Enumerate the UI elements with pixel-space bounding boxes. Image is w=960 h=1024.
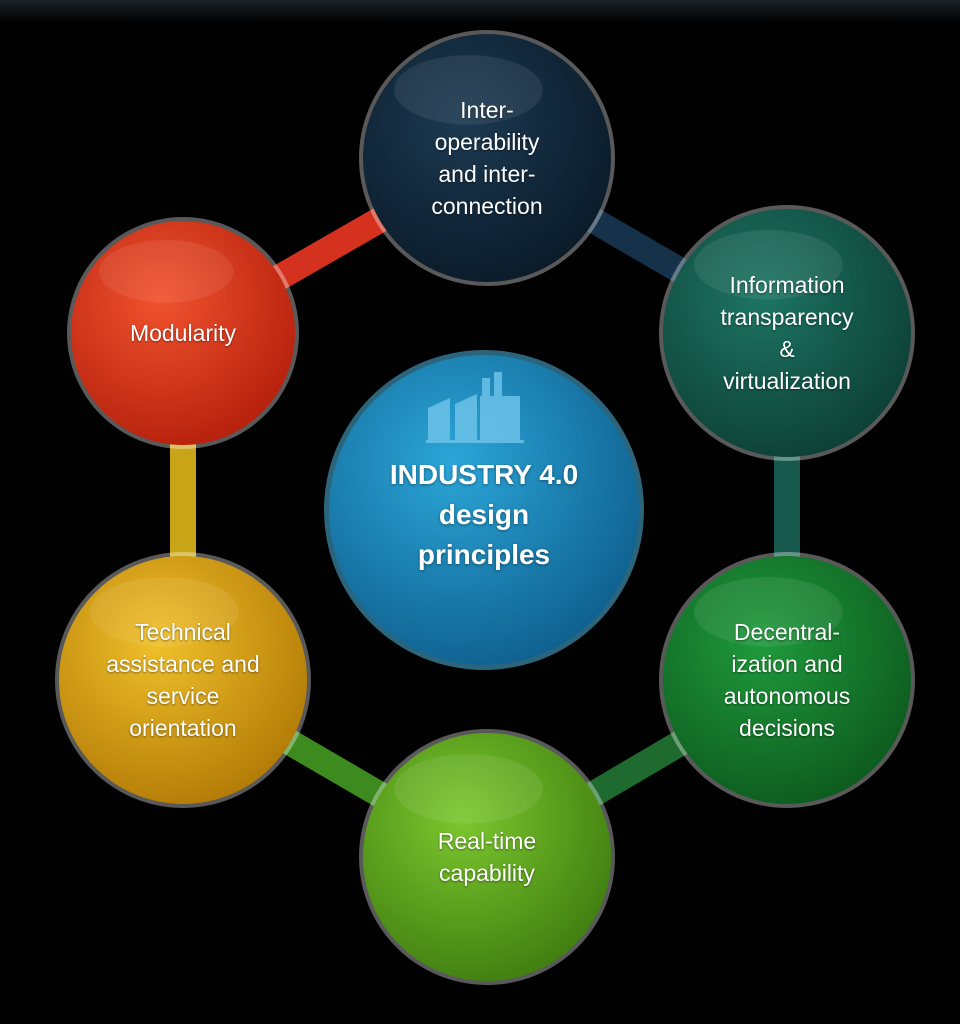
node-circle-modularity — [71, 221, 295, 445]
node-label-information-transparency: Information transparency & virtualizatio… — [720, 271, 854, 394]
node-circle-interoperability — [363, 34, 611, 282]
factory-icon — [426, 372, 524, 443]
node-gloss-information-transparency — [694, 230, 843, 300]
node-gloss-modularity — [99, 240, 234, 303]
node-circle-decentralization — [663, 556, 911, 804]
node-gloss-interoperability — [394, 55, 543, 125]
node-label-modularity: Modularity — [129, 319, 237, 346]
center-title: INDUSTRY 4.0 design principles — [389, 459, 579, 570]
node-label-decentralization: Decentral- ization and autonomous decisi… — [723, 618, 851, 741]
node-gloss-technical-assistance — [89, 577, 239, 647]
node-label-technical-assistance: Technical assistance and service orienta… — [106, 618, 260, 741]
center-circle-fill — [329, 355, 639, 665]
node-circle-technical-assistance — [59, 556, 307, 804]
node-gloss-decentralization — [694, 577, 843, 647]
node-label-interoperability: Inter- operability and inter- connection — [431, 96, 543, 219]
node-circle-real-time-capability — [363, 733, 611, 981]
node-circle-information-transparency — [663, 209, 911, 457]
node-gloss-real-time-capability — [394, 754, 543, 824]
top-edge-strip — [0, 0, 960, 22]
node-label-real-time-capability: Real-time capability — [437, 827, 537, 886]
